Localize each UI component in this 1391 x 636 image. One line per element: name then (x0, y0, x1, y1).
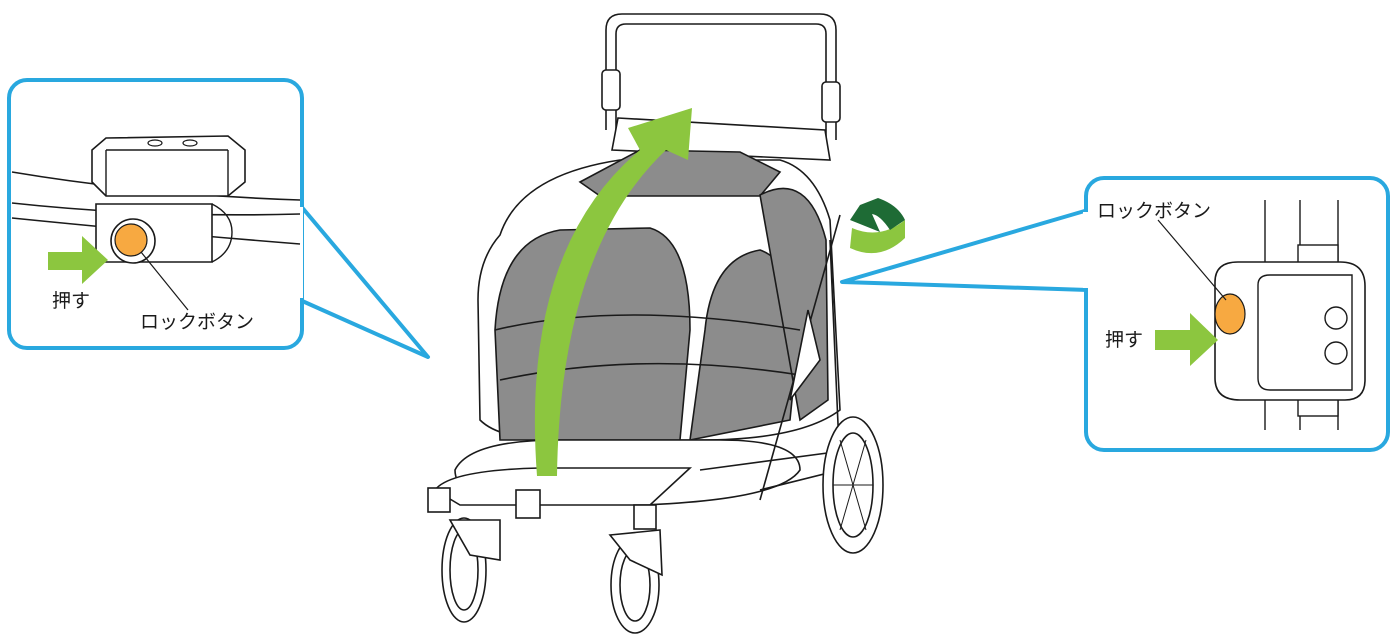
left-push-label: 押す (52, 292, 90, 311)
left-lock-button-label: ロックボタン (140, 313, 254, 332)
rotate-arrow-icon (850, 198, 905, 253)
right-push-label: 押す (1105, 331, 1143, 350)
right-lock-button-icon (1215, 294, 1245, 334)
left-lock-button-icon (115, 224, 147, 256)
right-lock-button-label: ロックボタン (1097, 202, 1211, 221)
stroller (428, 14, 883, 633)
